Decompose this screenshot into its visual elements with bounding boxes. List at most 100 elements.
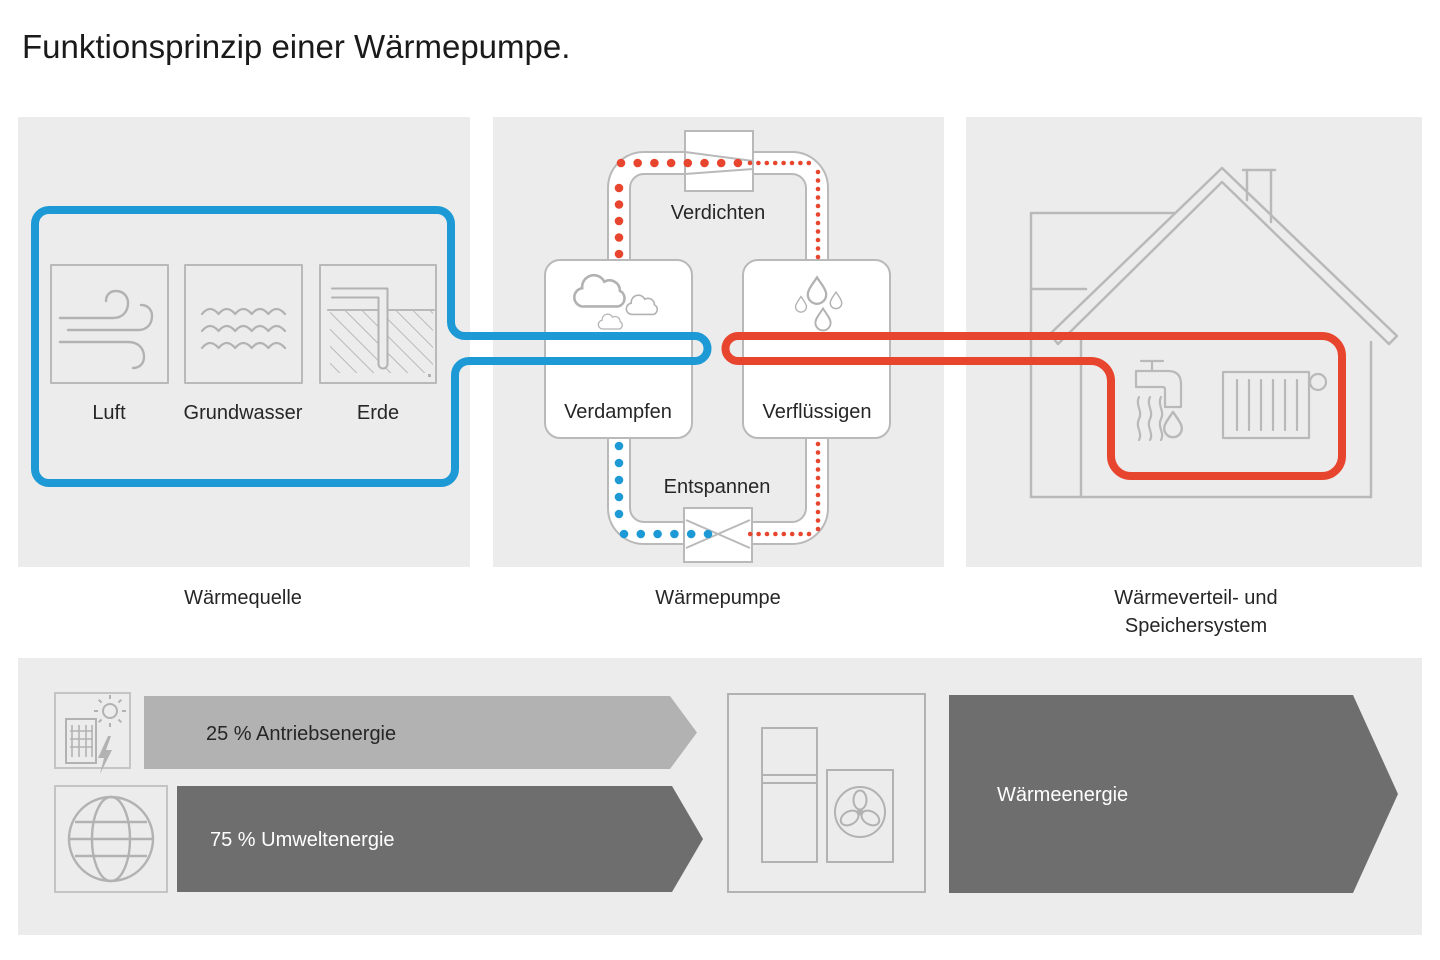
electricity-icon xyxy=(65,695,126,774)
refrigerant-dot xyxy=(781,531,787,537)
house-roof xyxy=(1048,166,1399,346)
heating-loop-line xyxy=(721,332,1346,480)
refrigerant-dot xyxy=(789,160,795,166)
wind-icon xyxy=(58,289,154,370)
refrigerant-dot xyxy=(815,467,821,472)
refrigerant-dot xyxy=(614,200,624,209)
heat-pump-caption: Wärmepumpe xyxy=(655,587,781,609)
luft-box xyxy=(50,264,169,384)
refrigerant-dot xyxy=(686,529,696,539)
house-icon xyxy=(1029,166,1399,499)
refrigerant-dot xyxy=(703,529,713,539)
refrigerant-dot xyxy=(619,529,629,539)
source-loop-line xyxy=(31,206,712,487)
refrigerant-dot xyxy=(798,160,803,166)
groundwater-waves-icon xyxy=(200,307,287,350)
refrigerant-dot xyxy=(636,529,646,539)
refrigerant-dot xyxy=(614,183,624,193)
refrigerant-dot xyxy=(815,169,821,175)
house-annex xyxy=(1029,211,1192,499)
lightning-icon xyxy=(98,736,112,774)
verfluessigen-label: Verflüssigen xyxy=(763,401,872,423)
indoor-unit-icon xyxy=(761,727,818,863)
page-title: Funktionsprinzip einer Wärmepumpe. xyxy=(22,28,570,65)
refrigerant-dot xyxy=(815,518,821,523)
heat-pump-unit-icon xyxy=(761,727,894,863)
entspannen-label: Entspannen xyxy=(664,476,771,498)
refrigerant-dot xyxy=(733,158,743,168)
luft-label: Luft xyxy=(92,402,126,424)
refrigerant-dot xyxy=(815,509,821,515)
refrigerant-dot xyxy=(815,212,821,217)
electricity-box xyxy=(54,692,131,769)
refrigerant-dot xyxy=(764,531,770,537)
refrigerant-dot xyxy=(700,158,709,168)
refrigerant-dot xyxy=(815,484,821,489)
distribution-caption-line1: Wärmeverteil- und xyxy=(1114,587,1277,609)
refrigerant-dot xyxy=(789,531,795,537)
heat-source-content: Luft Grundwasser Erde xyxy=(50,264,437,424)
refrigerant-dot xyxy=(716,158,726,168)
refrigerant-dot xyxy=(650,158,659,168)
environment-energy-arrow xyxy=(177,786,703,892)
refrigerant-dot xyxy=(815,178,821,183)
refrigerant-dot xyxy=(815,195,821,200)
refrigerant-dot xyxy=(815,501,821,506)
heat-source-caption: Wärmequelle xyxy=(184,587,302,609)
distribution-panel xyxy=(966,117,1422,567)
refrigerant-dot xyxy=(798,531,803,537)
refrigerant-dot xyxy=(616,158,626,168)
heat-pump-content: Verdichten Verdampfen Verflüssigen Entsp… xyxy=(544,130,891,563)
refrigerant-dot xyxy=(815,237,821,243)
grundwasser-label: Grundwasser xyxy=(184,402,303,424)
refrigerant-dot xyxy=(815,458,821,464)
fan-icon xyxy=(834,786,886,838)
drive-energy-label: 25 % Antriebsenergie xyxy=(206,723,396,745)
refrigerant-dot xyxy=(815,254,821,260)
refrigerant-dot xyxy=(815,492,821,498)
energy-flow-content: 25 % Antriebsenergie 75 % Umweltenergie … xyxy=(54,692,1398,893)
refrigerant-dot xyxy=(653,529,662,539)
refrigerant-dot xyxy=(614,458,624,468)
refrigerant-dot xyxy=(806,160,812,166)
refrigerant-dot xyxy=(614,216,624,226)
distribution-caption-line2: Speichersystem xyxy=(1125,615,1267,637)
refrigerant-dot xyxy=(815,229,821,234)
heat-energy-arrow xyxy=(949,695,1398,893)
refrigerant-dot xyxy=(815,475,821,481)
refrigerant-dot xyxy=(815,220,821,226)
refrigerant-dot xyxy=(756,160,761,166)
refrigerant-dot xyxy=(815,450,821,455)
drive-energy-arrow xyxy=(144,696,697,769)
refrigerant-dot xyxy=(815,246,821,251)
earth-probe-icon xyxy=(327,287,435,377)
refrigerant-dot xyxy=(764,160,770,166)
refrigerant-dot xyxy=(756,531,761,537)
refrigerant-dot xyxy=(614,475,624,485)
refrigerant-dot xyxy=(670,529,679,539)
grundwasser-box xyxy=(184,264,303,384)
refrigerant-dot xyxy=(772,160,778,166)
heat-pump-unit-box xyxy=(727,693,926,893)
radiator-icon xyxy=(1221,370,1328,440)
refrigerant-dot xyxy=(614,249,624,259)
refrigerant-dot xyxy=(815,441,821,447)
refrigerant-dot xyxy=(614,233,624,242)
refrigerant-dot xyxy=(633,158,642,168)
house-chimney xyxy=(1241,168,1277,224)
hot-water-tap-icon xyxy=(1134,359,1184,442)
verdampfen-label: Verdampfen xyxy=(564,401,672,423)
refrigerant-dot xyxy=(747,531,753,537)
environment-energy-label: 75 % Umweltenergie xyxy=(210,829,395,851)
verdichten-label: Verdichten xyxy=(671,202,766,224)
sun-rays xyxy=(94,695,126,727)
refrigerant-dot xyxy=(773,531,778,537)
refrigerant-dot xyxy=(815,203,821,209)
environment-box xyxy=(54,785,168,893)
outdoor-unit-icon xyxy=(826,769,894,863)
heat-energy-label: Wärmeenergie xyxy=(997,784,1128,806)
refrigerant-dot xyxy=(614,441,624,451)
refrigerant-dot xyxy=(683,158,693,168)
